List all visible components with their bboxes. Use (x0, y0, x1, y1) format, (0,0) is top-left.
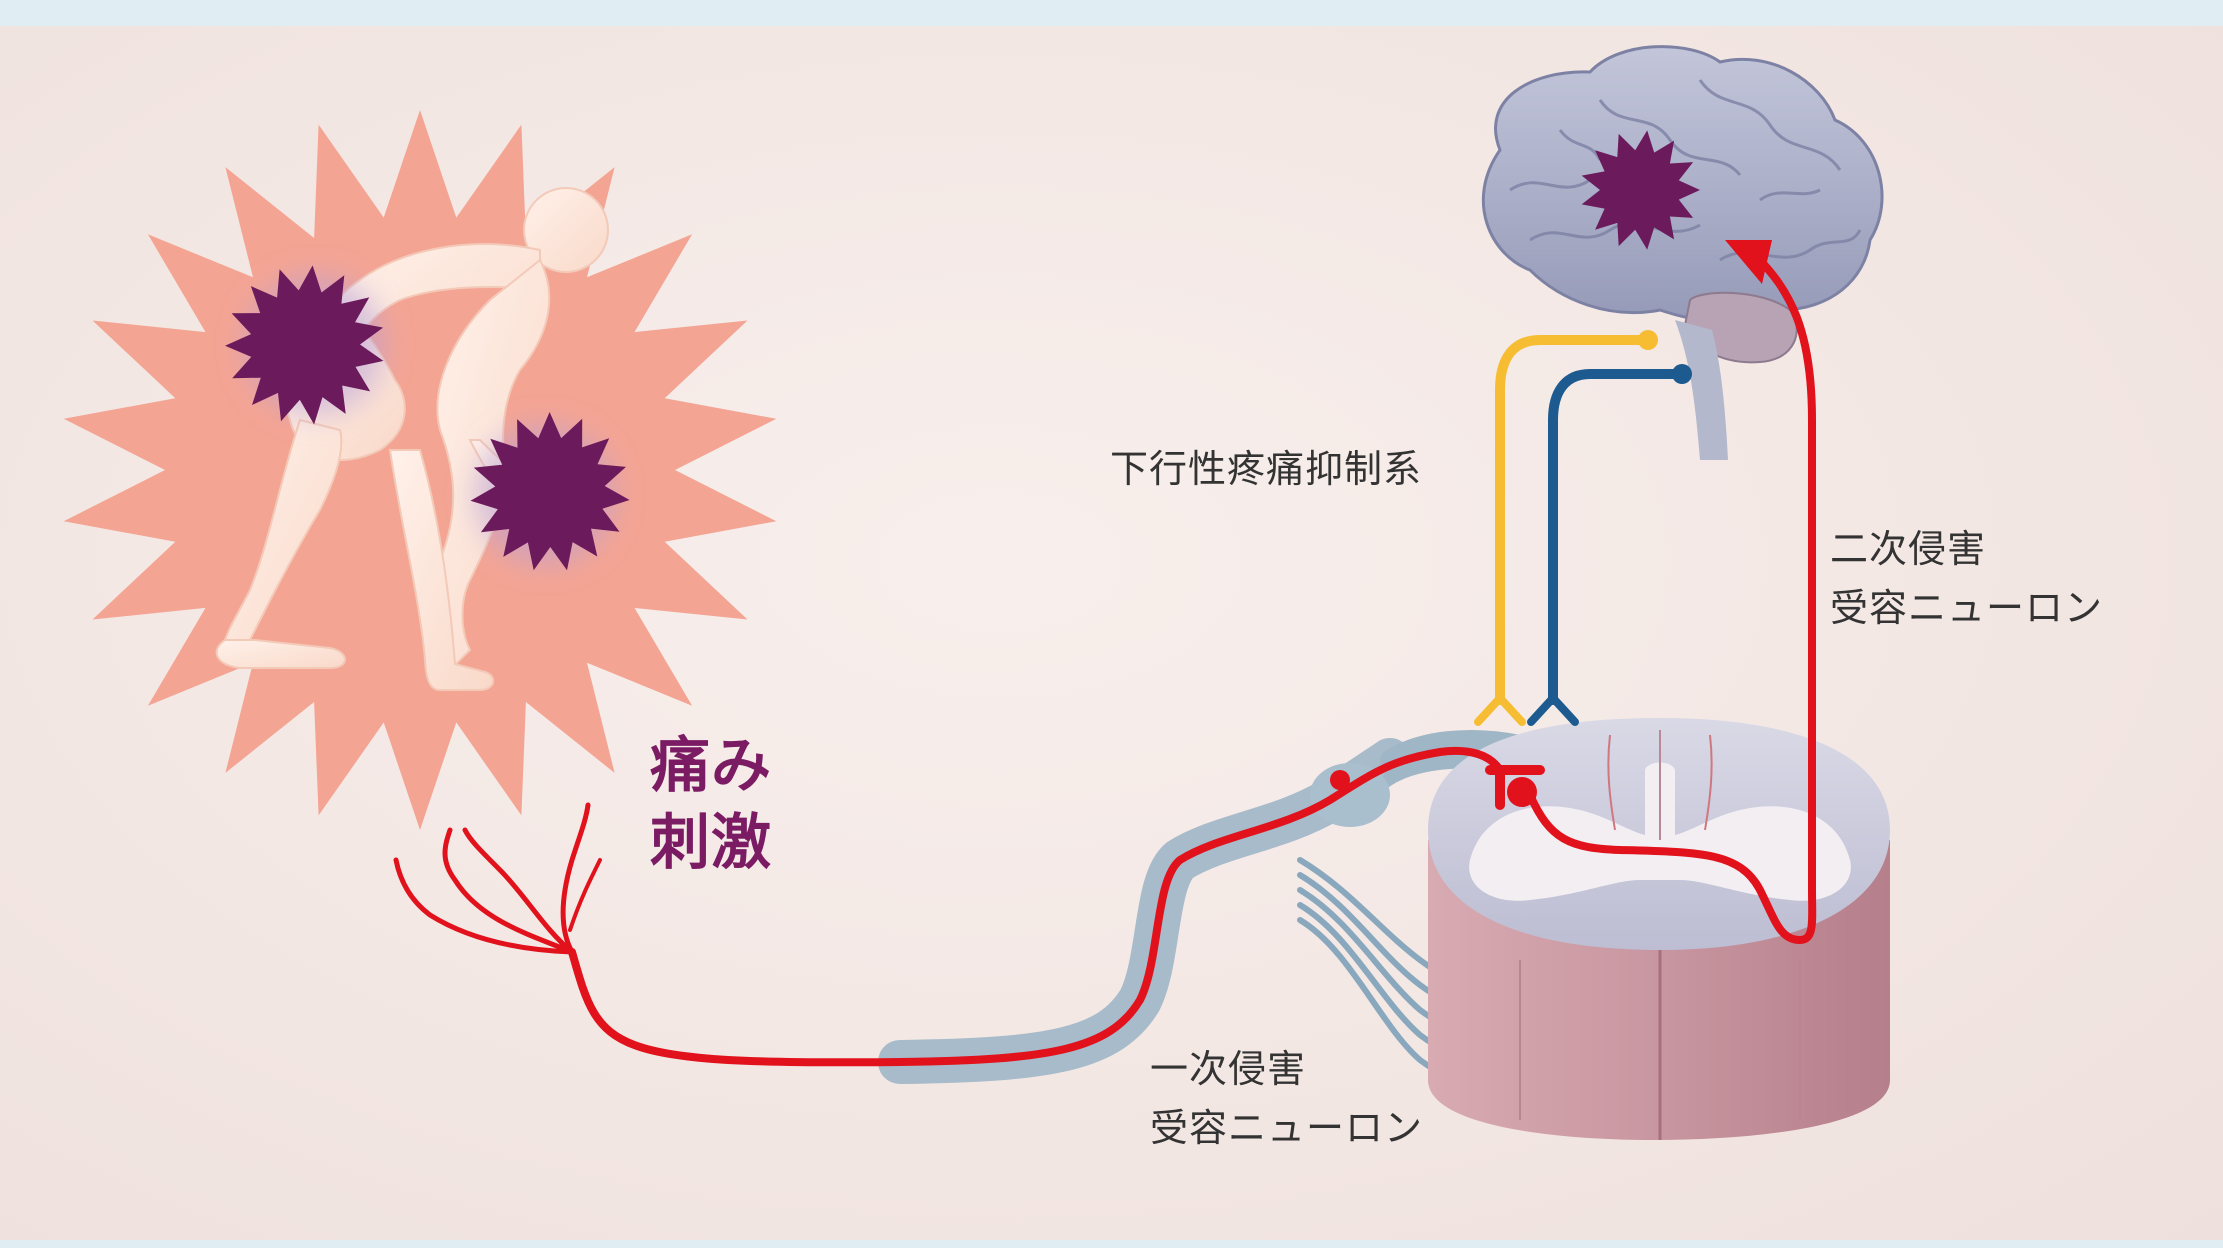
second-neuron-cell-body (1507, 777, 1537, 807)
first-neuron-cell-body (1330, 770, 1350, 790)
pain-label: 痛み (650, 731, 772, 801)
second-order-neuron-label-line1: 二次侵害 (1830, 527, 1987, 571)
spinal-cord-cross-section (1428, 718, 1890, 1140)
first-order-neuron-label-line2: 受容ニューロン (1150, 1105, 1424, 1150)
descending-pain-inhibitory-system-label: 下行性疼痛抑制系 (1110, 447, 1423, 491)
second-order-neuron-label: 二次侵害 受容ニューロン (1830, 520, 2103, 638)
back-pain-burst-icon (225, 265, 384, 425)
top-band (0, 0, 2223, 26)
descending-inhibitory-pathways (1474, 330, 1692, 726)
bottom-band (0, 1240, 2223, 1248)
first-order-neuron-label: 一次侵害 受容ニューロン (1150, 1040, 1423, 1158)
knee-pain-burst-icon (470, 412, 630, 571)
pain-stimulus-label: 痛み 刺激 (650, 728, 772, 882)
first-order-neuron-label-line1: 一次侵害 (1150, 1047, 1307, 1091)
stimulus-label: 刺激 (650, 807, 772, 878)
first-order-nociceptive-neuron (393, 746, 1545, 1067)
brain-pain-burst-icon (1581, 130, 1700, 250)
second-order-neuron-label-line2: 受容ニューロン (1830, 585, 2104, 630)
second-order-nociceptive-neuron (1526, 240, 1817, 944)
